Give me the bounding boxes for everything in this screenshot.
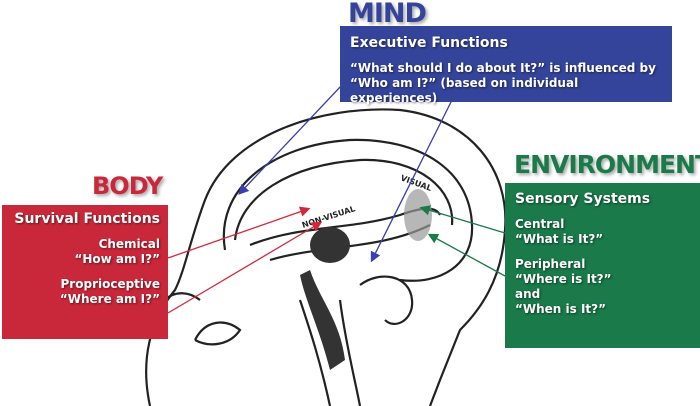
brainstem-shade [310, 227, 350, 263]
mind-line-1: “What should I do about It?” is influenc… [350, 61, 656, 75]
body-title: BODY [92, 172, 163, 200]
env-arrow-central [419, 205, 506, 234]
body-chemical-question: “How am I?” [74, 252, 160, 266]
env-peripheral-q2: “When is It?” [515, 302, 607, 316]
env-peripheral-q1: “Where is It?” [515, 272, 612, 286]
env-central-question: “What is It?” [515, 232, 604, 246]
mind-heading: Executive Functions [350, 35, 508, 51]
body-arrow-proprioceptive [167, 221, 323, 314]
mind-title: MIND [348, 0, 427, 29]
body-proprioceptive-question: “Where am I?” [59, 292, 160, 306]
mind-arrow-2 [370, 99, 453, 263]
body-chemical: Chemical [98, 237, 160, 251]
body-arrow-chemical [167, 206, 311, 259]
env-arrow-peripheral [427, 233, 506, 277]
head-outline [145, 108, 507, 406]
mind-box: Executive Functions “What should I do ab… [340, 26, 672, 105]
environment-heading: Sensory Systems [515, 191, 651, 207]
brain-outline [222, 138, 474, 282]
mind-line-2: “Who am I?” (based on individual experie… [350, 76, 579, 105]
env-peripheral-and: and [515, 287, 541, 301]
environment-box: Sensory Systems Central “What is It?” Pe… [505, 183, 700, 348]
env-peripheral: Peripheral [515, 257, 586, 271]
environment-title: ENVIRONMENT [514, 150, 700, 179]
visual-cortex-shade [404, 189, 432, 241]
body-heading: Survival Functions [14, 211, 160, 227]
mind-arrow-1 [238, 84, 343, 195]
body-box: Survival Functions Chemical “How am I?” … [2, 205, 168, 339]
env-central: Central [515, 217, 565, 231]
body-proprioceptive: Proprioceptive [60, 277, 160, 291]
